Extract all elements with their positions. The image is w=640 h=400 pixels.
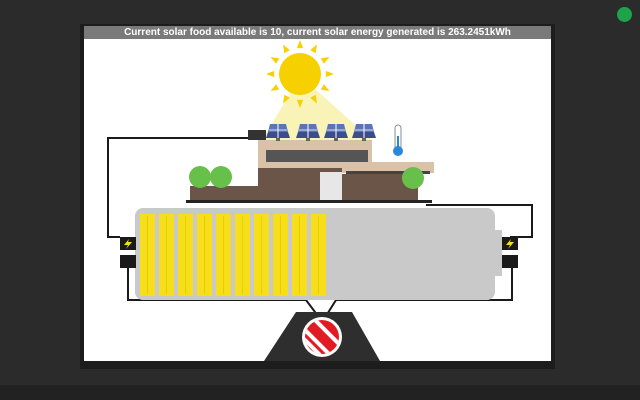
- status-bar: Current solar food available is 10, curr…: [84, 26, 551, 39]
- battery: [135, 208, 502, 300]
- control-hub[interactable]: [264, 312, 380, 361]
- thermometer-icon: [393, 124, 403, 156]
- sun-ray: [296, 40, 304, 49]
- lightning-bolt-icon: [124, 239, 132, 249]
- solar-panel-icon: [266, 124, 290, 141]
- status-indicator-icon: [617, 7, 632, 22]
- sun-ray: [320, 57, 330, 64]
- solar-panel-icon: [352, 124, 376, 141]
- sun-ray: [283, 94, 290, 104]
- sun-ray: [296, 99, 304, 108]
- tree-right: [402, 167, 424, 189]
- sun-ray: [310, 94, 317, 104]
- lightning-bolt-icon: [506, 239, 514, 249]
- solar-panel-icon: [324, 124, 348, 141]
- solar-panels: [266, 124, 376, 141]
- sun-ray: [266, 70, 275, 78]
- sun-ray: [320, 84, 330, 91]
- bottom-band: [0, 385, 640, 400]
- battery-cells: [140, 214, 326, 296]
- solar-panel-icon: [296, 124, 320, 141]
- sun-ray: [270, 57, 280, 64]
- sun-disc: [279, 53, 321, 95]
- sun-ray: [310, 44, 317, 54]
- sun-ray: [270, 84, 280, 91]
- battery-nub: [495, 230, 502, 276]
- house: [186, 130, 434, 203]
- sun-icon: [266, 40, 334, 108]
- trees: [189, 166, 424, 189]
- sun-ray: [325, 70, 334, 78]
- sun-ray: [283, 44, 290, 54]
- tree-left-2: [210, 166, 232, 188]
- right-terminal: [502, 237, 518, 268]
- tree-left-1: [189, 166, 211, 188]
- left-terminal: [120, 237, 136, 268]
